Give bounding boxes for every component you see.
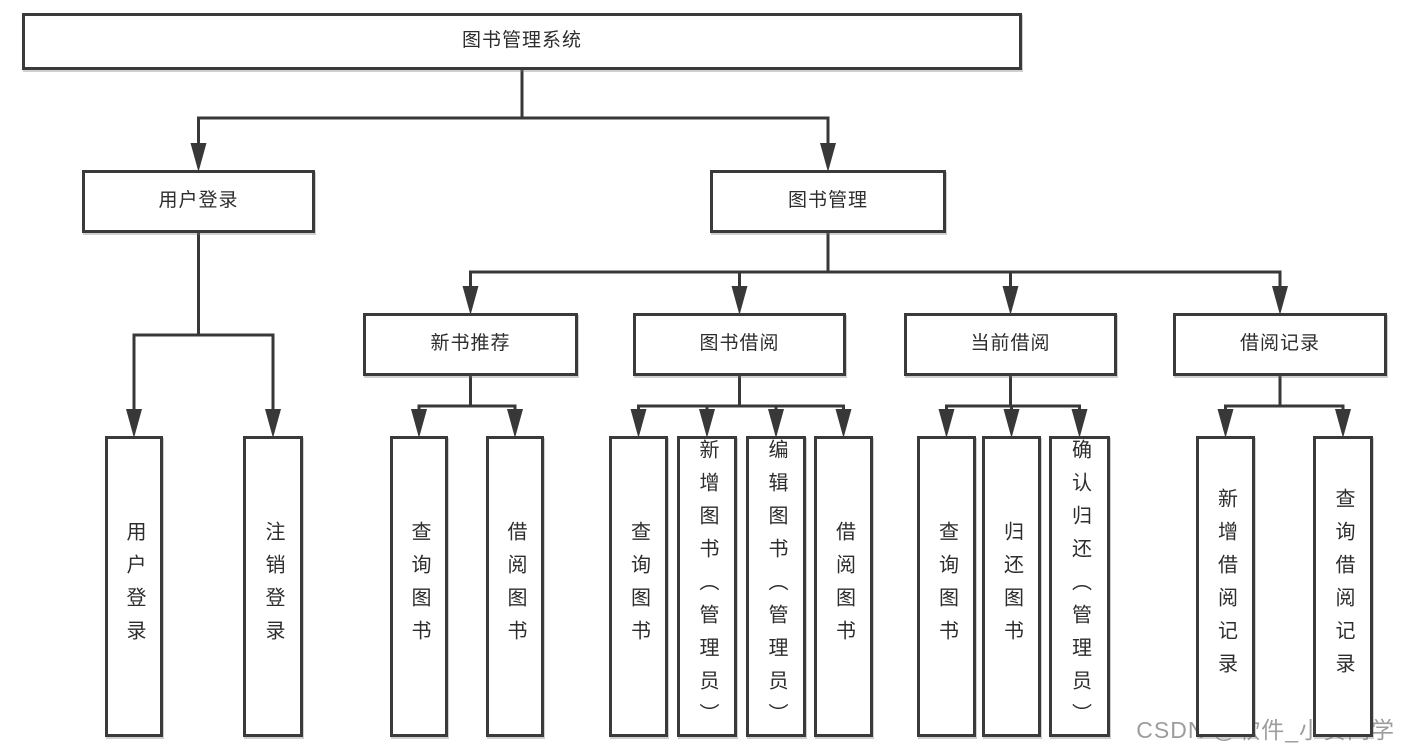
node-leaf-query-record: 查询借阅记录 bbox=[1313, 436, 1373, 737]
node-label-user-login-branch: 用户登录 bbox=[158, 190, 239, 212]
edge-group-root bbox=[190, 68, 836, 172]
node-label-book-borrow: 图书借阅 bbox=[699, 333, 780, 355]
node-label-root: 图书管理系统 bbox=[461, 30, 582, 52]
edge-group-book-borrow bbox=[630, 374, 852, 438]
node-new-book-rec: 新书推荐 bbox=[363, 313, 578, 376]
edge-group-borrow-records bbox=[1217, 374, 1351, 438]
node-current-borrow: 当前借阅 bbox=[904, 313, 1117, 376]
arrowhead-icon bbox=[265, 409, 281, 438]
arrowhead-icon bbox=[1335, 409, 1351, 438]
node-borrow-records: 借阅记录 bbox=[1173, 313, 1387, 376]
arrowhead-icon bbox=[630, 409, 647, 438]
node-root: 图书管理系统 bbox=[22, 13, 1022, 70]
node-label-leaf-borrow-book-1: 借阅图书 bbox=[504, 520, 526, 653]
node-label-leaf-query-record: 查询借阅记录 bbox=[1332, 487, 1354, 686]
arrowhead-icon bbox=[462, 286, 479, 315]
node-label-leaf-return-book: 归还图书 bbox=[1000, 520, 1023, 653]
node-leaf-query-book-3: 查询图书 bbox=[917, 436, 976, 737]
node-book-mgmt-branch: 图书管理 bbox=[710, 170, 946, 233]
node-leaf-add-record: 新增借阅记录 bbox=[1196, 436, 1255, 737]
node-label-leaf-query-book-2: 查询图书 bbox=[627, 520, 650, 653]
node-label-leaf-edit-book: 编辑图书（管理员） bbox=[765, 439, 787, 736]
arrowhead-icon bbox=[820, 143, 836, 172]
node-label-leaf-add-record: 新增借阅记录 bbox=[1214, 487, 1237, 686]
node-leaf-return-book: 归还图书 bbox=[982, 436, 1041, 737]
arrowhead-icon bbox=[1003, 409, 1020, 438]
arrowhead-icon bbox=[731, 286, 748, 315]
node-label-leaf-logout: 注销登录 bbox=[262, 520, 284, 653]
node-label-book-mgmt-branch: 图书管理 bbox=[787, 190, 868, 212]
edge-group-current-borrow bbox=[938, 374, 1088, 438]
node-leaf-query-book-1: 查询图书 bbox=[390, 436, 448, 737]
edge-group-user-login-branch bbox=[126, 231, 281, 438]
arrowhead-icon bbox=[938, 409, 955, 438]
node-leaf-edit-book: 编辑图书（管理员） bbox=[746, 436, 806, 737]
arrowhead-icon bbox=[411, 409, 427, 438]
node-leaf-logout: 注销登录 bbox=[243, 436, 303, 737]
node-leaf-user-login: 用户登录 bbox=[105, 436, 163, 737]
node-label-leaf-add-book: 新增图书（管理员） bbox=[696, 439, 718, 736]
edge-group-new-book-rec bbox=[411, 374, 523, 438]
node-leaf-confirm-return: 确认归还（管理员） bbox=[1049, 436, 1110, 737]
arrowhead-icon bbox=[1002, 286, 1019, 315]
node-leaf-borrow-book-1: 借阅图书 bbox=[486, 436, 544, 737]
edge-group-book-mgmt-branch bbox=[462, 231, 1288, 315]
node-label-current-borrow: 当前借阅 bbox=[970, 333, 1051, 355]
arrowhead-icon bbox=[1272, 286, 1288, 315]
node-user-login-branch: 用户登录 bbox=[82, 170, 315, 233]
arrowhead-icon bbox=[126, 409, 142, 438]
arrowhead-icon bbox=[768, 409, 784, 438]
node-label-leaf-query-book-1: 查询图书 bbox=[408, 520, 430, 653]
node-label-borrow-records: 借阅记录 bbox=[1239, 333, 1320, 355]
arrowhead-icon bbox=[507, 409, 523, 438]
arrowhead-icon bbox=[190, 143, 207, 172]
node-label-leaf-confirm-return: 确认归还（管理员） bbox=[1068, 439, 1091, 736]
node-book-borrow: 图书借阅 bbox=[633, 313, 846, 376]
node-leaf-query-book-2: 查询图书 bbox=[609, 436, 668, 737]
node-leaf-add-book: 新增图书（管理员） bbox=[677, 436, 737, 737]
arrowhead-icon bbox=[699, 409, 715, 438]
node-leaf-borrow-book-2: 借阅图书 bbox=[814, 436, 873, 737]
arrowhead-icon bbox=[1217, 409, 1234, 438]
node-label-leaf-borrow-book-2: 借阅图书 bbox=[832, 520, 855, 653]
node-label-leaf-query-book-3: 查询图书 bbox=[935, 520, 958, 653]
node-label-new-book-rec: 新书推荐 bbox=[430, 333, 511, 355]
arrowhead-icon bbox=[1071, 409, 1088, 438]
arrowhead-icon bbox=[835, 409, 852, 438]
node-label-leaf-user-login: 用户登录 bbox=[123, 520, 145, 653]
